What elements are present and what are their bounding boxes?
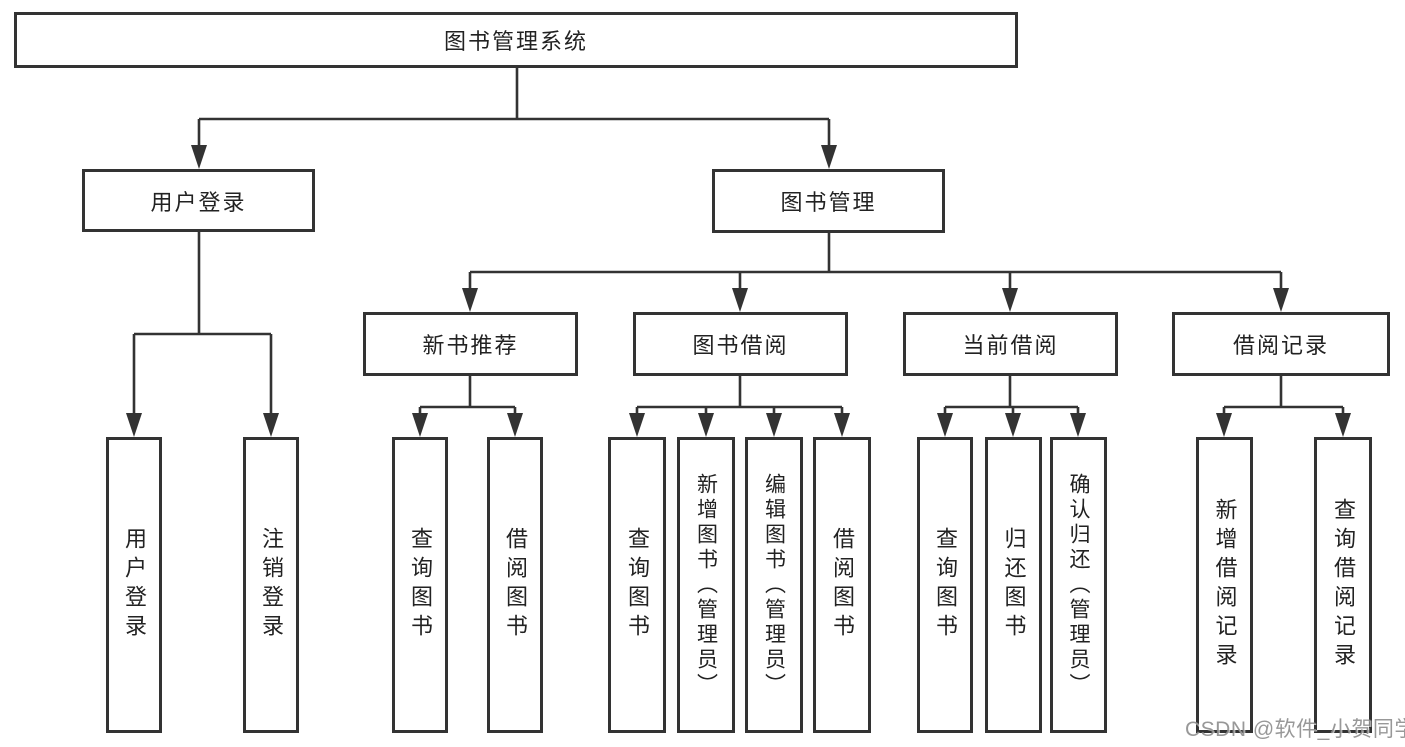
leaf-return-books-label: 归还图书 — [1001, 527, 1027, 643]
node-root: 图书管理系统 — [14, 12, 1018, 68]
leaf-query-books-current: 查询图书 — [917, 437, 973, 733]
csdn-watermark: CSDN @软件_小贺同学 — [1185, 718, 1405, 741]
arrowheads — [126, 145, 1351, 437]
node-book-borrowing-label: 图书借阅 — [692, 333, 789, 358]
leaf-query-books-current-label: 查询图书 — [933, 527, 958, 643]
leaf-borrow-books-borrowing: 借阅图书 — [813, 437, 871, 733]
leaf-query-books-recommend-label: 查询图书 — [408, 527, 433, 643]
leaf-query-books-borrowing-label: 查询图书 — [625, 527, 650, 643]
leaf-borrow-books-recommend-label: 借阅图书 — [503, 527, 528, 643]
leaf-edit-books-admin: 编辑图书（管理员） — [745, 437, 803, 733]
node-user-login: 用户登录 — [82, 169, 315, 232]
leaf-user-login-label: 用户登录 — [122, 527, 147, 643]
node-user-login-label: 用户登录 — [150, 189, 247, 215]
node-new-book-recommend-label: 新书推荐 — [422, 333, 519, 358]
leaf-borrow-books-recommend: 借阅图书 — [487, 437, 543, 733]
leaf-borrow-books-borrowing-label: 借阅图书 — [830, 527, 855, 643]
leaf-add-borrow-record: 新增借阅记录 — [1196, 437, 1253, 733]
leaf-edit-books-admin-label: 编辑图书（管理员） — [762, 472, 786, 698]
node-book-management-label: 图书管理 — [780, 190, 877, 215]
leaf-add-books-admin: 新增图书（管理员） — [677, 437, 735, 733]
leaf-query-books-borrowing: 查询图书 — [608, 437, 666, 733]
leaf-confirm-return-admin-label: 确认归还（管理员） — [1067, 472, 1090, 698]
node-book-management: 图书管理 — [712, 169, 945, 233]
node-current-borrowing: 当前借阅 — [903, 312, 1118, 376]
leaf-add-borrow-record-label: 新增借阅记录 — [1212, 498, 1238, 672]
leaf-query-borrow-record-label: 查询借阅记录 — [1331, 498, 1356, 672]
leaf-user-login: 用户登录 — [106, 437, 162, 733]
leaf-query-books-recommend: 查询图书 — [392, 437, 448, 733]
leaf-query-borrow-record: 查询借阅记录 — [1314, 437, 1372, 733]
node-borrow-records: 借阅记录 — [1172, 312, 1390, 376]
leaf-return-books: 归还图书 — [985, 437, 1042, 733]
leaf-logout: 注销登录 — [243, 437, 299, 733]
leaf-add-books-admin-label: 新增图书（管理员） — [694, 472, 718, 698]
node-root-label: 图书管理系统 — [443, 29, 588, 54]
node-borrow-records-label: 借阅记录 — [1232, 333, 1329, 358]
node-new-book-recommend: 新书推荐 — [363, 312, 578, 376]
node-book-borrowing: 图书借阅 — [633, 312, 848, 376]
leaf-confirm-return-admin: 确认归还（管理员） — [1050, 437, 1107, 733]
node-current-borrowing-label: 当前借阅 — [962, 333, 1059, 358]
leaf-logout-label: 注销登录 — [259, 527, 284, 643]
